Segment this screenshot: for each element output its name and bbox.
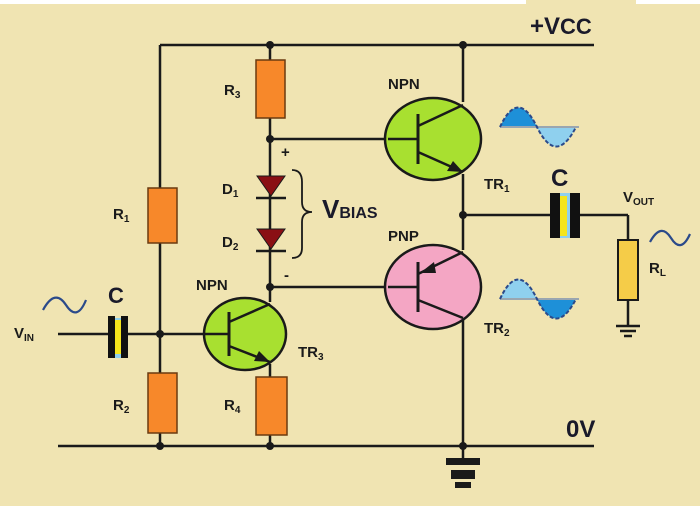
bias-minus-label: - <box>284 267 289 284</box>
transistor-tr1 <box>383 96 483 182</box>
d2-label: D2 <box>222 234 239 253</box>
resistor-r1 <box>147 187 178 244</box>
ground-icon <box>616 324 640 338</box>
junction-dot <box>459 211 467 219</box>
tr1-waveform-icon <box>499 106 579 148</box>
d1-label: D1 <box>222 181 239 200</box>
tr1-type-label: NPN <box>388 76 420 93</box>
tr2-waveform-icon <box>499 278 579 320</box>
r4-label: R4 <box>224 397 241 416</box>
cin-label: C <box>108 283 124 308</box>
cout-label: C <box>551 165 568 192</box>
junction-dot <box>266 135 274 143</box>
junction-dot <box>266 283 274 291</box>
resistor-r4 <box>255 376 288 436</box>
diode-d1 <box>256 175 286 200</box>
bias-brace <box>291 169 313 259</box>
main-ground-icon <box>446 458 480 488</box>
transistor-tr2 <box>383 243 483 331</box>
background-notch <box>526 0 636 6</box>
ground-label: 0V <box>566 416 595 443</box>
rl-label: RL <box>649 260 666 279</box>
junction-dot <box>266 442 274 450</box>
wires <box>58 43 630 458</box>
junction-dot <box>156 330 164 338</box>
resistor-r2 <box>147 372 178 434</box>
background <box>0 4 700 506</box>
r1-label: R1 <box>113 206 130 225</box>
vout-label: VOUT <box>623 189 654 208</box>
resistor-r3 <box>255 59 286 119</box>
resistor-rl <box>617 239 639 301</box>
junction-dot <box>459 442 467 450</box>
junction-dot <box>459 41 467 49</box>
vin-label: VIN <box>14 325 34 344</box>
junction-dot <box>266 41 274 49</box>
tr3-label: TR3 <box>298 344 324 363</box>
tr3-type-label: NPN <box>196 277 228 294</box>
r2-label: R2 <box>113 397 130 416</box>
capacitor-input <box>108 316 128 358</box>
input-sine-icon <box>42 296 88 314</box>
capacitor-output <box>550 193 580 238</box>
tr2-type-label: PNP <box>388 228 419 245</box>
r3-label: R3 <box>224 82 241 101</box>
transistor-tr3 <box>202 296 288 372</box>
diode-d2 <box>256 228 286 253</box>
junction-dot <box>156 442 164 450</box>
tr1-label: TR1 <box>484 176 510 195</box>
vbias-label: VBIAS <box>322 194 378 224</box>
supply-label: +VCC <box>530 13 592 40</box>
bias-plus-label: + <box>281 144 290 161</box>
output-sine-icon <box>649 229 692 247</box>
tr2-label: TR2 <box>484 320 510 339</box>
junctions <box>156 41 467 450</box>
